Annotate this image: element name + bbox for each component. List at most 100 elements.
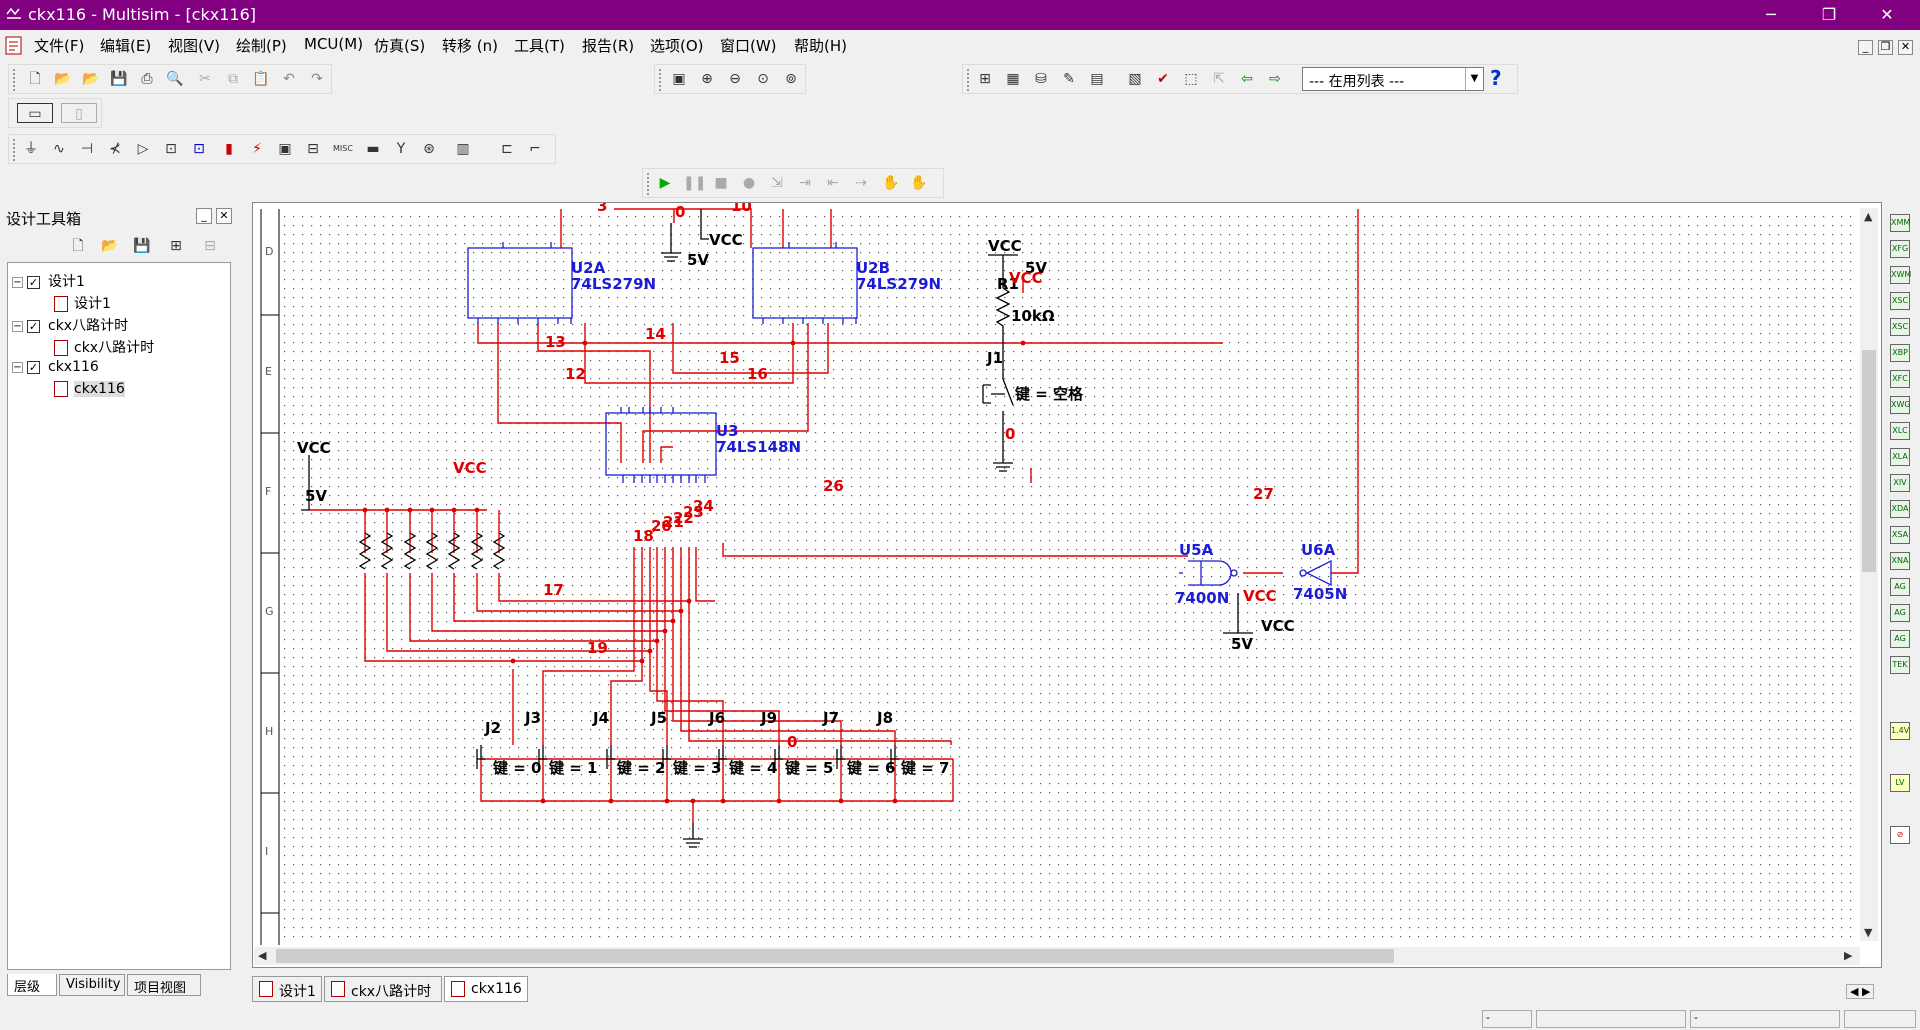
mixed-icon[interactable]: ⚡	[252, 141, 262, 157]
print-icon[interactable]: ⎙	[141, 71, 153, 87]
zoom-out-icon[interactable]: ⊖	[729, 71, 741, 87]
paste-icon[interactable]: 📋	[252, 71, 270, 87]
tab-project-view[interactable]: 项目视图	[127, 974, 201, 996]
back-annotate-icon[interactable]: ⇦	[1241, 71, 1253, 87]
save-design-icon[interactable]: 💾	[133, 238, 151, 254]
panel-close-button[interactable]: ✕	[216, 208, 232, 224]
indicator-icon[interactable]: ▣	[278, 141, 292, 157]
menu-mcu[interactable]: MCU(M)	[304, 35, 364, 53]
mcu-icon[interactable]: ▥	[456, 141, 470, 157]
checkbox-icon[interactable]: ✓	[27, 275, 40, 289]
stop-icon[interactable]: ■	[714, 175, 728, 191]
basic-icon[interactable]: ∿	[53, 141, 65, 157]
doc-tab-ckx116[interactable]: ckx116	[444, 976, 528, 1002]
checkbox-icon[interactable]: ✓	[27, 319, 40, 333]
close-button[interactable]: ✕	[1880, 5, 1894, 24]
toolbar-grip[interactable]	[647, 173, 651, 195]
menu-edit[interactable]: 编辑(E)	[100, 37, 152, 55]
frequency-counter-icon[interactable]: XFC	[1890, 370, 1910, 388]
scroll-down-icon[interactable]: ▼	[1864, 926, 1873, 939]
horizontal-scrollbar[interactable]: ◀ ▶	[254, 947, 1860, 965]
copy-icon[interactable]: ⧉	[228, 71, 238, 87]
logic-analyzer-icon[interactable]: XLA	[1890, 448, 1910, 466]
open-icon[interactable]: 📂	[54, 71, 72, 87]
pause-icon[interactable]: ❚❚	[683, 175, 707, 191]
labview-instrument-icon[interactable]: LV	[1890, 774, 1910, 792]
analog-icon[interactable]: ▷	[137, 141, 149, 157]
spreadsheet-icon[interactable]: ▦	[1006, 71, 1020, 87]
go-to-parent-icon[interactable]: ⇱	[1213, 71, 1225, 87]
document-icon[interactable]	[5, 36, 23, 56]
tab-hierarchy[interactable]: 层级	[7, 974, 57, 996]
bus-icon[interactable]: ⌐	[529, 141, 541, 157]
bode-plotter-icon[interactable]: XBP	[1890, 344, 1910, 362]
diode-icon[interactable]: ⊣	[80, 141, 94, 157]
scroll-right-icon[interactable]: ▶	[1844, 949, 1853, 962]
menu-help[interactable]: 帮助(H)	[794, 37, 847, 55]
schematic-drawing[interactable]: D E F G H I	[253, 203, 1859, 945]
toolbar-grip[interactable]	[13, 139, 17, 161]
spectrum-analyzer-icon[interactable]: XSA	[1890, 526, 1910, 544]
hierarchy-icon[interactable]: ⊞	[979, 71, 991, 87]
cmos-icon[interactable]: ⊡	[193, 141, 205, 157]
doc-tab-ckx8[interactable]: ckx八路计时	[324, 976, 442, 1002]
collapse-icon[interactable]: −	[12, 320, 23, 332]
tree-item-ckx8-sheet[interactable]: ckx八路计时	[54, 337, 154, 357]
delete-sheet-icon[interactable]: ⊟	[204, 238, 216, 254]
misc-digital-icon[interactable]: ▮	[225, 141, 233, 157]
toolbar-grip[interactable]	[13, 69, 17, 91]
mdi-minimize-button[interactable]: _	[1858, 40, 1873, 55]
database-icon[interactable]: ⛁	[1035, 71, 1047, 87]
menu-view[interactable]: 视图(V)	[168, 37, 220, 55]
peripherals-icon[interactable]: ▬	[366, 141, 380, 157]
checkbox-icon[interactable]: ✓	[27, 360, 40, 374]
run-to-cursor-icon[interactable]: ⇢	[855, 175, 867, 191]
mdi-close-button[interactable]: ✕	[1898, 40, 1913, 55]
hierarchical-block-icon[interactable]: ⊏	[501, 141, 513, 157]
vertical-scroll-thumb[interactable]	[1862, 350, 1876, 572]
misc-icon[interactable]: MISC	[333, 144, 353, 153]
minimize-button[interactable]: ─	[1766, 5, 1776, 24]
transistor-icon[interactable]: ⊀	[109, 141, 121, 157]
agilent-generator-icon[interactable]: AG	[1890, 578, 1910, 596]
word-generator-icon[interactable]: XWG	[1890, 396, 1911, 414]
source-icon[interactable]: ⏚	[24, 141, 38, 157]
scroll-left-icon[interactable]: ◀	[258, 949, 267, 962]
tree-item-design1-sheet[interactable]: 设计1	[54, 293, 111, 313]
grapher-icon[interactable]: ▤	[1090, 71, 1104, 87]
component-wizard-icon[interactable]: ✎	[1063, 71, 1075, 87]
iv-analyzer-icon[interactable]: XIV	[1890, 474, 1910, 492]
restore-button[interactable]: ❐	[1821, 5, 1837, 24]
wattmeter-icon[interactable]: XWM	[1890, 266, 1911, 284]
scroll-up-icon[interactable]: ▲	[1864, 210, 1873, 223]
oscilloscope-icon[interactable]: XSC	[1890, 292, 1910, 310]
current-probe-icon[interactable]: ⊘	[1890, 826, 1910, 844]
menu-tools[interactable]: 工具(T)	[514, 37, 565, 55]
toolbar-grip[interactable]	[967, 69, 971, 91]
collapse-icon[interactable]: −	[12, 361, 23, 373]
new-icon[interactable]: 🗋	[29, 71, 41, 87]
new-design-icon[interactable]: 🗋	[72, 238, 84, 254]
zoom-fit-icon[interactable]: ⊚	[785, 71, 797, 87]
help-button[interactable]: ?	[1490, 66, 1502, 90]
remove-breakpoints-icon[interactable]: ✋	[910, 175, 928, 191]
full-screen-icon[interactable]: ▣	[672, 71, 686, 87]
zoom-area-icon[interactable]: ⊙	[757, 71, 769, 87]
step-over-icon[interactable]: ⇥	[799, 175, 811, 191]
open-sample-icon[interactable]: 📂	[82, 71, 100, 87]
menu-simulate[interactable]: 仿真(S)	[374, 37, 426, 55]
tab-visibility[interactable]: Visibility	[59, 974, 125, 996]
tree-item-ckx116-sheet[interactable]: ckx116	[54, 381, 125, 401]
electromechanical-icon[interactable]: ⊛	[423, 141, 435, 157]
function-generator-icon[interactable]: XFG	[1890, 240, 1910, 258]
menu-place[interactable]: 绘制(P)	[236, 37, 287, 55]
multimeter-icon[interactable]: XMM	[1890, 214, 1910, 232]
tree-item-design1[interactable]: −✓设计1	[12, 271, 85, 291]
step-out-icon[interactable]: ⇤	[827, 175, 839, 191]
run-icon[interactable]: ▶	[659, 175, 671, 191]
logic-converter-icon[interactable]: XLC	[1890, 422, 1910, 440]
chevron-down-icon[interactable]: ▼	[1465, 68, 1483, 90]
menu-transfer[interactable]: 转移 (n)	[442, 37, 498, 55]
toggle-breakpoint-icon[interactable]: ✋	[882, 175, 900, 191]
network-analyzer-icon[interactable]: XNA	[1890, 552, 1910, 570]
